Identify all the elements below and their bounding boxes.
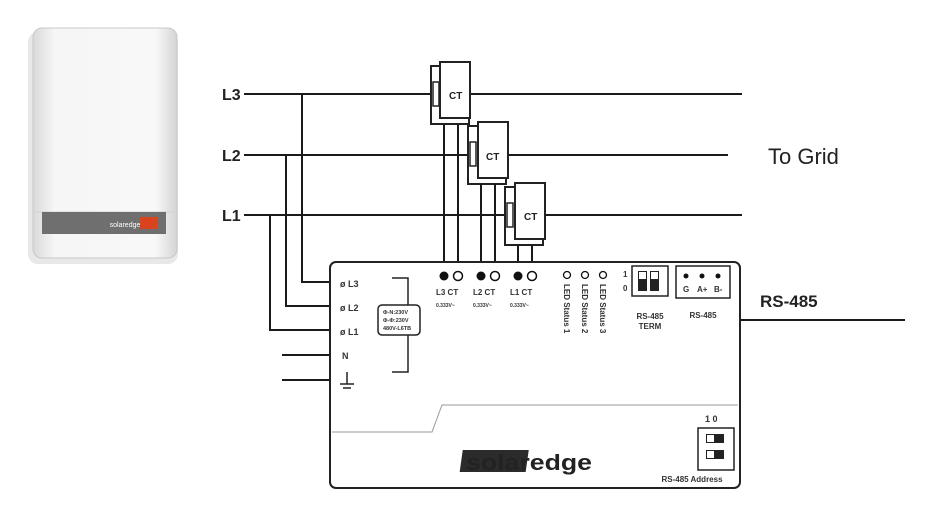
voltage-spec: Φ-N:230V Φ-Φ:230V 480V-L6TB <box>377 277 421 373</box>
rs485-pin-g: G <box>683 285 689 294</box>
to-grid-label: To Grid <box>768 144 839 169</box>
ct-input-rating: 0.333V~ <box>436 303 455 309</box>
ct-label: CT <box>524 212 537 223</box>
rs485-port-label: RS-485 <box>689 311 717 320</box>
voltage-line-3: 480V-L6TB <box>383 326 411 332</box>
terminal-l3: ø L3 <box>340 279 359 289</box>
inverter-label-band <box>42 212 166 234</box>
term-switch-off: 0 <box>623 284 628 293</box>
logo-text: solaredge <box>466 450 592 475</box>
energy-meter <box>329 261 741 489</box>
ct-input-name: L3 CT <box>436 288 458 297</box>
inverter-image: solaredge <box>28 27 178 264</box>
rs485-port: G A+ B- RS-485 <box>675 265 731 320</box>
line-label-l1: L1 <box>222 208 241 225</box>
inverter-logo-text: solaredge <box>110 222 141 229</box>
terminal-n: N <box>342 351 349 361</box>
led-label-2: LED Status 2 <box>580 284 589 334</box>
ct-input-rating: 0.333V~ <box>473 303 492 309</box>
ct-input-l2: L2 CT 0.333V~ <box>473 270 501 309</box>
address-label: RS-485 Address <box>661 475 723 484</box>
terminal-l2: ø L2 <box>340 303 359 313</box>
rs485-pin-a: A+ <box>697 285 708 294</box>
term-label-1: RS-485 <box>636 312 664 321</box>
led-label-3: LED Status 3 <box>598 284 607 334</box>
solaredge-logo: solaredge <box>459 450 592 475</box>
ct-clamp-l3: CT <box>430 61 471 125</box>
rs485-label: RS-485 <box>760 292 818 311</box>
voltage-line-2: Φ-Φ:230V <box>383 318 409 324</box>
voltage-line-1: Φ-N:230V <box>383 310 408 316</box>
terminal-l1: ø L1 <box>340 327 359 337</box>
ct-leads <box>443 124 533 262</box>
rs485-address-switch: 1 0 RS-485 Address <box>661 414 735 484</box>
ct-label: CT <box>486 152 499 163</box>
rs485-term-switch: 1 0 RS-485 TERM <box>623 265 669 331</box>
ground-icon <box>340 372 354 389</box>
ct-label: CT <box>449 91 462 102</box>
led-label-1: LED Status 1 <box>562 284 571 334</box>
ct-input-name: L2 CT <box>473 288 495 297</box>
ct-input-rating: 0.333V~ <box>510 303 529 309</box>
led-indicators: LED Status 1 LED Status 2 LED Status 3 <box>562 270 608 334</box>
line-label-l3: L3 <box>222 87 241 104</box>
ct-clamp-l1: CT <box>504 182 546 246</box>
ct-input-l3: L3 CT 0.333V~ <box>436 270 464 309</box>
line-label-l2: L2 <box>222 148 241 165</box>
ct-input-l1: L1 CT 0.333V~ <box>510 270 538 309</box>
ct-clamp-l2: CT <box>467 121 509 185</box>
ct-input-name: L1 CT <box>510 288 532 297</box>
term-label-2: TERM <box>639 322 662 331</box>
address-bits: 1 0 <box>705 414 718 424</box>
term-switch-on: 1 <box>623 270 628 279</box>
rs485-pin-b: B- <box>714 285 723 294</box>
